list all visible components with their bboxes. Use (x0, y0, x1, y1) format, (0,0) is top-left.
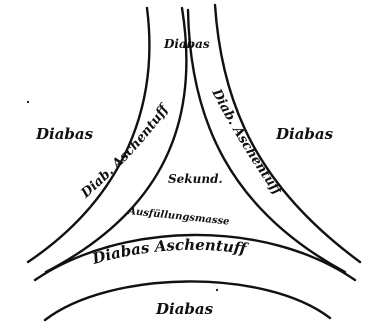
label-tuff-left: Diab. Aschentuff (78, 101, 173, 202)
speck-mark (216, 289, 218, 291)
label-tuff-bottom: Diabas Aschentuff (89, 236, 250, 268)
speck-mark (27, 101, 29, 103)
label-center-line1: Sekund. (168, 172, 223, 186)
label-diabas-left: Diabas (35, 125, 94, 143)
label-tuff-bottom-path: Diabas Aschentuff (89, 236, 250, 268)
label-diabas-bottom: Diabas (155, 300, 214, 318)
label-diabas-top: Diabas (163, 37, 210, 51)
label-tuff-left-path: Diab. Aschentuff (78, 101, 173, 202)
label-diabas-right: Diabas (275, 125, 334, 143)
label-center-line2: Ausfüllungsmasse (127, 206, 230, 228)
